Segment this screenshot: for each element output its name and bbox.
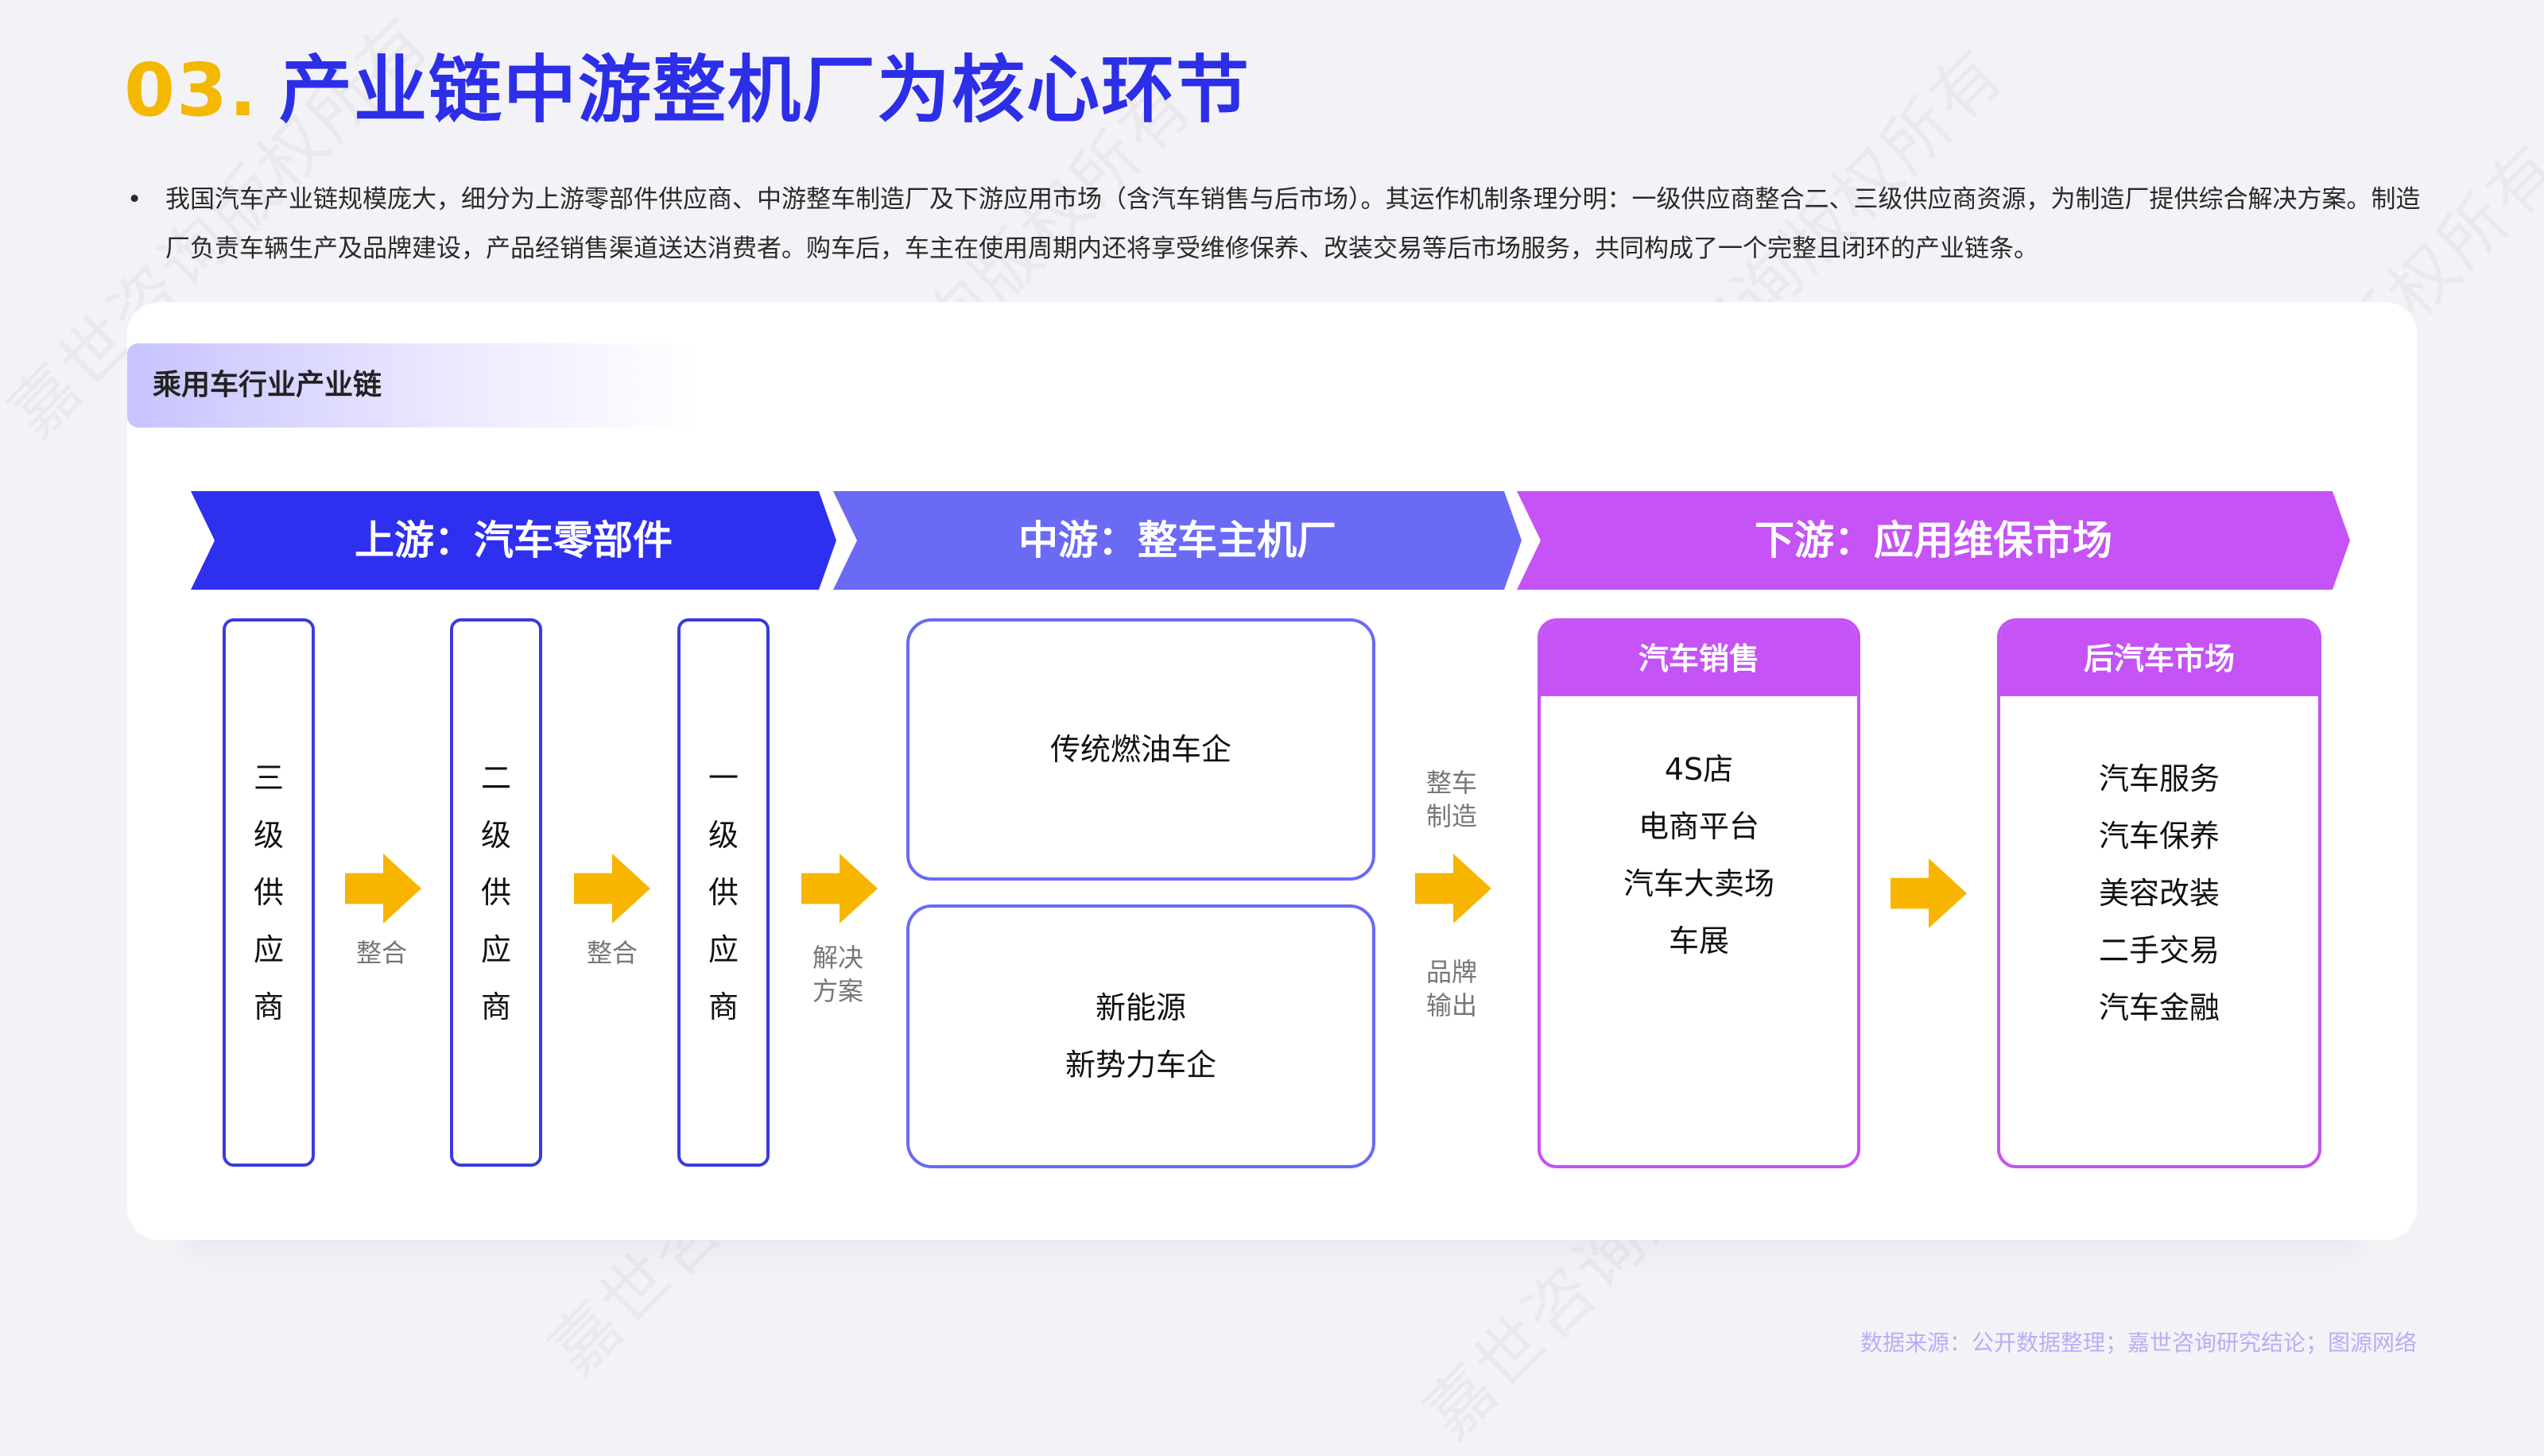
flow-label-solution: 解决 方案 <box>790 941 886 1008</box>
stage-label-upstream: 上游：汽车零部件 <box>355 517 673 563</box>
sales-item: 汽车大卖场 <box>1623 866 1774 901</box>
flow-label-manufacture: 整车 制造 <box>1404 766 1499 833</box>
section-tag: 乘用车行业产业链 <box>127 343 700 428</box>
tier3-char: 级 <box>253 818 284 853</box>
aftermarket-item: 汽车保养 <box>2098 819 2220 854</box>
flow-label-line: 整车 <box>1425 768 1477 798</box>
oem-new-energy-line1: 新能源 <box>1095 990 1186 1025</box>
sales-item: 车展 <box>1668 924 1729 958</box>
tier3-char: 供 <box>253 875 284 910</box>
aftermarket-item: 二手交易 <box>2098 933 2220 968</box>
page-title: 03.产业链中游整机厂为核心环节 <box>124 43 1251 138</box>
section-tag-label: 乘用车行业产业链 <box>153 369 382 401</box>
sales-item: 4S店 <box>1664 752 1734 787</box>
tier3-char: 商 <box>253 989 284 1024</box>
page-title-number: 03. <box>124 48 258 133</box>
tier2-char: 应 <box>480 932 511 967</box>
flow-label-line: 解决 <box>812 943 863 973</box>
tier2-char: 供 <box>480 875 511 910</box>
sales-card-title: 汽车销售 <box>1541 622 1857 696</box>
aftermarket-item: 美容改装 <box>2098 876 2220 911</box>
oem-new-energy-box: 新能源 新势力车企 <box>906 904 1375 1168</box>
aftermarket-list: 汽车服务 汽车保养 美容改装 二手交易 汽车金融 <box>2000 696 2318 1036</box>
stage-label-midstream: 中游：整车主机厂 <box>1018 517 1336 563</box>
tier3-char: 应 <box>253 932 284 967</box>
stage-label-downstream: 下游：应用维保市场 <box>1755 517 2112 563</box>
aftermarket-card: 后汽车市场 汽车服务 汽车保养 美容改装 二手交易 汽车金融 <box>1997 618 2321 1168</box>
bullet-icon: • <box>127 185 142 214</box>
tier1-char: 级 <box>708 818 739 853</box>
sales-list: 4S店 电商平台 汽车大卖场 车展 <box>1541 696 1857 970</box>
tier1-char: 应 <box>708 932 739 967</box>
flow-label-integrate: 整合 <box>355 938 407 968</box>
flow-label-line: 方案 <box>812 976 863 1006</box>
tier2-char: 二 <box>480 761 511 796</box>
oem-traditional-label: 传统燃油车企 <box>1049 732 1231 767</box>
tier1-char: 商 <box>708 989 739 1024</box>
flow-label-integrate: 整合 <box>586 938 638 968</box>
aftermarket-item: 汽车服务 <box>2098 761 2220 796</box>
stage-banner-midstream: 中游：整车主机厂 <box>833 491 1522 590</box>
tier1-char: 供 <box>708 875 739 910</box>
tier1-char: 一 <box>708 761 739 796</box>
stage-banner-downstream: 下游：应用维保市场 <box>1517 491 2350 590</box>
oem-traditional-box: 传统燃油车企 <box>906 618 1375 881</box>
stage-banner-upstream: 上游：汽车零部件 <box>191 491 836 590</box>
intro-text: 我国汽车产业链规模庞大，细分为上游零部件供应商、中游整车制造厂及下游应用市场（含… <box>165 185 2421 263</box>
data-source-note: 数据来源：公开数据整理；嘉世咨询研究结论；图源网络 <box>1860 1330 2417 1356</box>
aftermarket-item: 汽车金融 <box>2098 990 2220 1025</box>
tier2-supplier-box: 二 级 供 应 商 <box>450 618 542 1167</box>
tier2-char: 级 <box>480 818 511 853</box>
flow-label-line: 制造 <box>1425 801 1477 831</box>
tier3-char: 三 <box>253 761 284 796</box>
sales-card: 汽车销售 4S店 电商平台 汽车大卖场 车展 <box>1538 618 1860 1168</box>
oem-new-energy-line2: 新势力车企 <box>1065 1047 1216 1082</box>
tier3-supplier-box: 三 级 供 应 商 <box>223 618 315 1167</box>
flow-label-brand: 品牌 输出 <box>1404 955 1499 1022</box>
page-title-text: 产业链中游整机厂为核心环节 <box>278 48 1251 133</box>
flow-label-line: 输出 <box>1425 990 1477 1020</box>
aftermarket-card-title: 后汽车市场 <box>2000 622 2318 696</box>
sales-item: 电商平台 <box>1638 809 1759 844</box>
tier2-char: 商 <box>480 989 511 1024</box>
flow-label-line: 品牌 <box>1425 957 1477 987</box>
tier1-supplier-box: 一 级 供 应 商 <box>677 618 770 1167</box>
intro-paragraph: • 我国汽车产业链规模庞大，细分为上游零部件供应商、中游整车制造厂及下游应用市场… <box>127 175 2433 273</box>
